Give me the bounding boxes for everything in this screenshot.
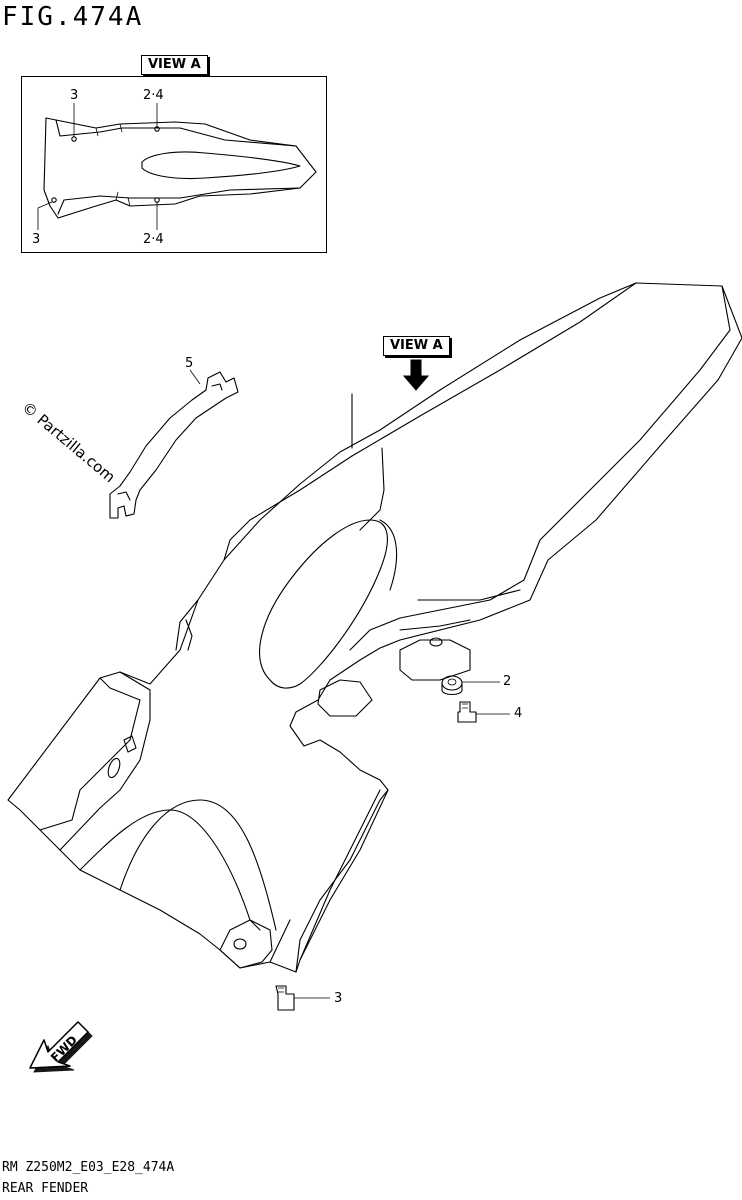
callout-3-bolt: 3 <box>334 991 343 1006</box>
rear-fender-part <box>7 282 742 973</box>
view-a-inset <box>21 76 327 253</box>
view-a-inset-label: VIEW A <box>141 55 208 75</box>
inset-fender-top-view <box>37 103 317 230</box>
bolt-part-3 <box>275 985 330 1011</box>
fwd-arrow-icon: FWD <box>29 1021 93 1073</box>
inset-callout-3-bottom: 3 <box>32 232 41 247</box>
inset-callout-2-4-bottom: 2·4 <box>143 232 164 247</box>
figure-title: FIG.474A <box>2 2 144 32</box>
inset-callout-2-4-top: 2·4 <box>143 88 164 103</box>
callout-2-nut: 2 <box>503 674 512 689</box>
callout-5-bracket: 5 <box>185 356 194 371</box>
inset-callout-3-top: 3 <box>70 88 79 103</box>
bolt-part-4 <box>457 701 510 723</box>
view-a-main-label: VIEW A <box>383 336 450 356</box>
footer-caption: REAR FENDER <box>2 1181 89 1196</box>
fender-bracket-part <box>109 369 239 519</box>
view-a-arrow <box>402 359 430 391</box>
footer-code: RM Z250M2_E03_E28_474A <box>2 1160 175 1175</box>
callout-4-bolt: 4 <box>514 706 523 721</box>
nut-part-2 <box>441 675 500 696</box>
